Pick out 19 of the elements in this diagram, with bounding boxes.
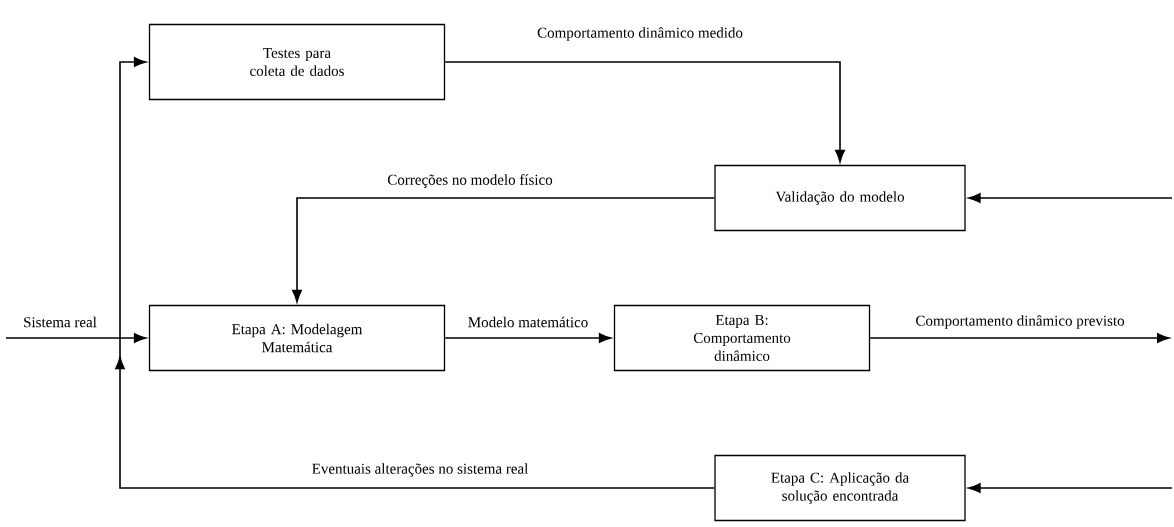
arrow <box>292 197 716 303</box>
process-box: Etapa A: Modelagem Matemática <box>148 304 446 372</box>
arrow <box>444 61 845 163</box>
edge-label: Correções no modelo físico <box>386 173 554 189</box>
arrow <box>115 57 716 489</box>
edge-label: Comportamento dinâmico medido <box>536 26 744 42</box>
edge-label: Comportamento dinâmico previsto <box>914 314 1126 330</box>
arrow <box>968 483 1173 493</box>
arrow <box>444 333 612 343</box>
process-box: Etapa C: Aplicação da solução encontrada <box>714 454 966 522</box>
arrow <box>869 333 1170 343</box>
process-box: Etapa B: Comportamento dinâmico <box>613 304 871 372</box>
arrow <box>968 193 1173 203</box>
arrow <box>5 333 147 343</box>
edge-label: Sistema real <box>22 315 98 329</box>
edge-label: Modelo matemático <box>466 315 590 329</box>
process-box: Testes para coleta de dados <box>148 23 446 101</box>
process-box: Validação do modelo <box>714 164 966 232</box>
edge-label: Eventuais alterações no sistema real <box>310 462 530 478</box>
